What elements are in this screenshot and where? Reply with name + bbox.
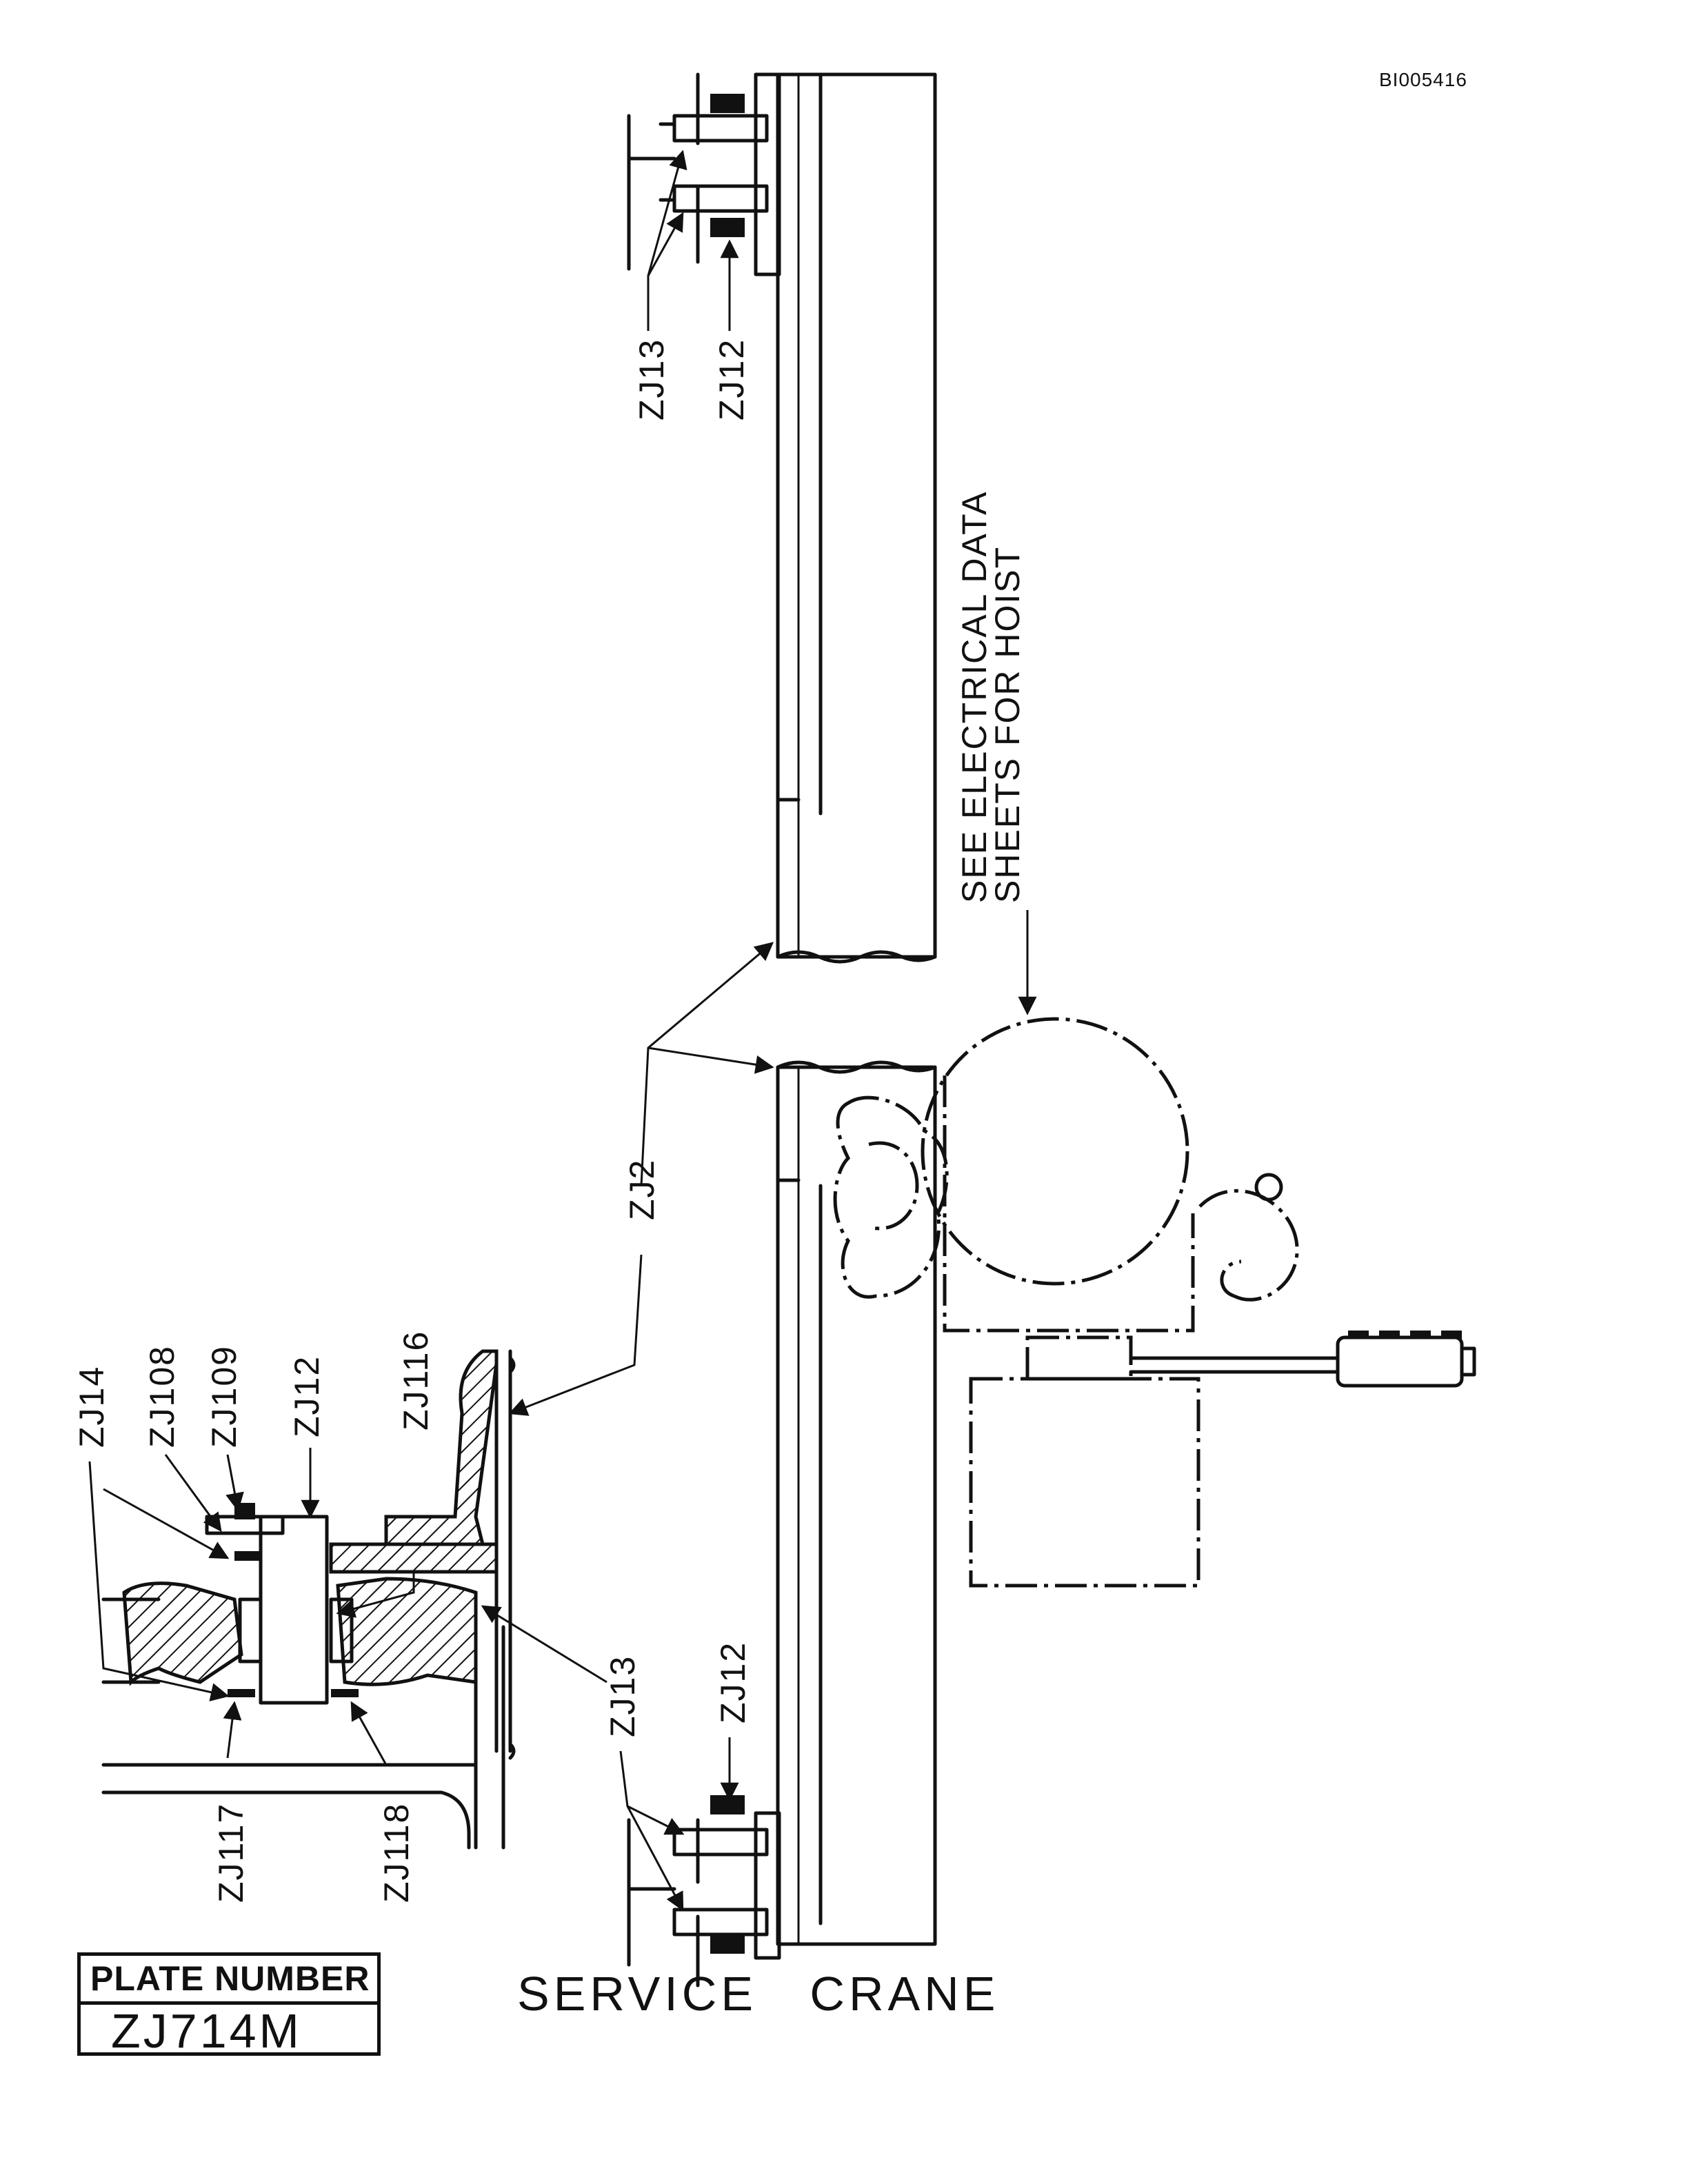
document-id: BI005416 (1379, 69, 1467, 90)
callout-zj108: ZJ108 (143, 1345, 181, 1448)
callout-zj14: ZJ14 (72, 1366, 111, 1448)
electrical-note-line1: SEE ELECTRICAL DATA (955, 491, 994, 903)
leader-lines (88, 150, 1037, 1912)
plate-number-box: PLATE NUMBER ZJ714M (77, 1952, 381, 2058)
callout-zj2: ZJ2 (623, 1159, 661, 1220)
callout-zj109: ZJ109 (205, 1345, 243, 1448)
lower-bridge-beam (776, 1060, 937, 1946)
callout-zj12-bottom: ZJ12 (714, 1641, 752, 1723)
callout-zj12-top: ZJ12 (712, 338, 751, 421)
drawing-title: SERVICE CRANE (517, 1967, 1000, 2021)
upper-end-truck (627, 72, 781, 276)
callout-zj116: ZJ116 (396, 1331, 435, 1430)
callout-zj13-bottom: ZJ13 (603, 1655, 642, 1737)
plate-number: ZJ714M (111, 2004, 302, 2058)
hoist (833, 1017, 1476, 1588)
wheel-section-detail (101, 1349, 516, 1850)
callout-zj118: ZJ118 (377, 1803, 416, 1903)
plate-header: PLATE NUMBER (81, 1956, 377, 2005)
callout-zj117: ZJ117 (212, 1803, 250, 1903)
upper-bridge-beam (776, 72, 937, 964)
callout-zj13-top: ZJ13 (632, 338, 671, 421)
lower-end-truck (627, 1795, 781, 1988)
electrical-note-line2: SHEETS FOR HOIST (988, 546, 1027, 903)
callout-zj12-detail: ZJ12 (288, 1355, 326, 1437)
